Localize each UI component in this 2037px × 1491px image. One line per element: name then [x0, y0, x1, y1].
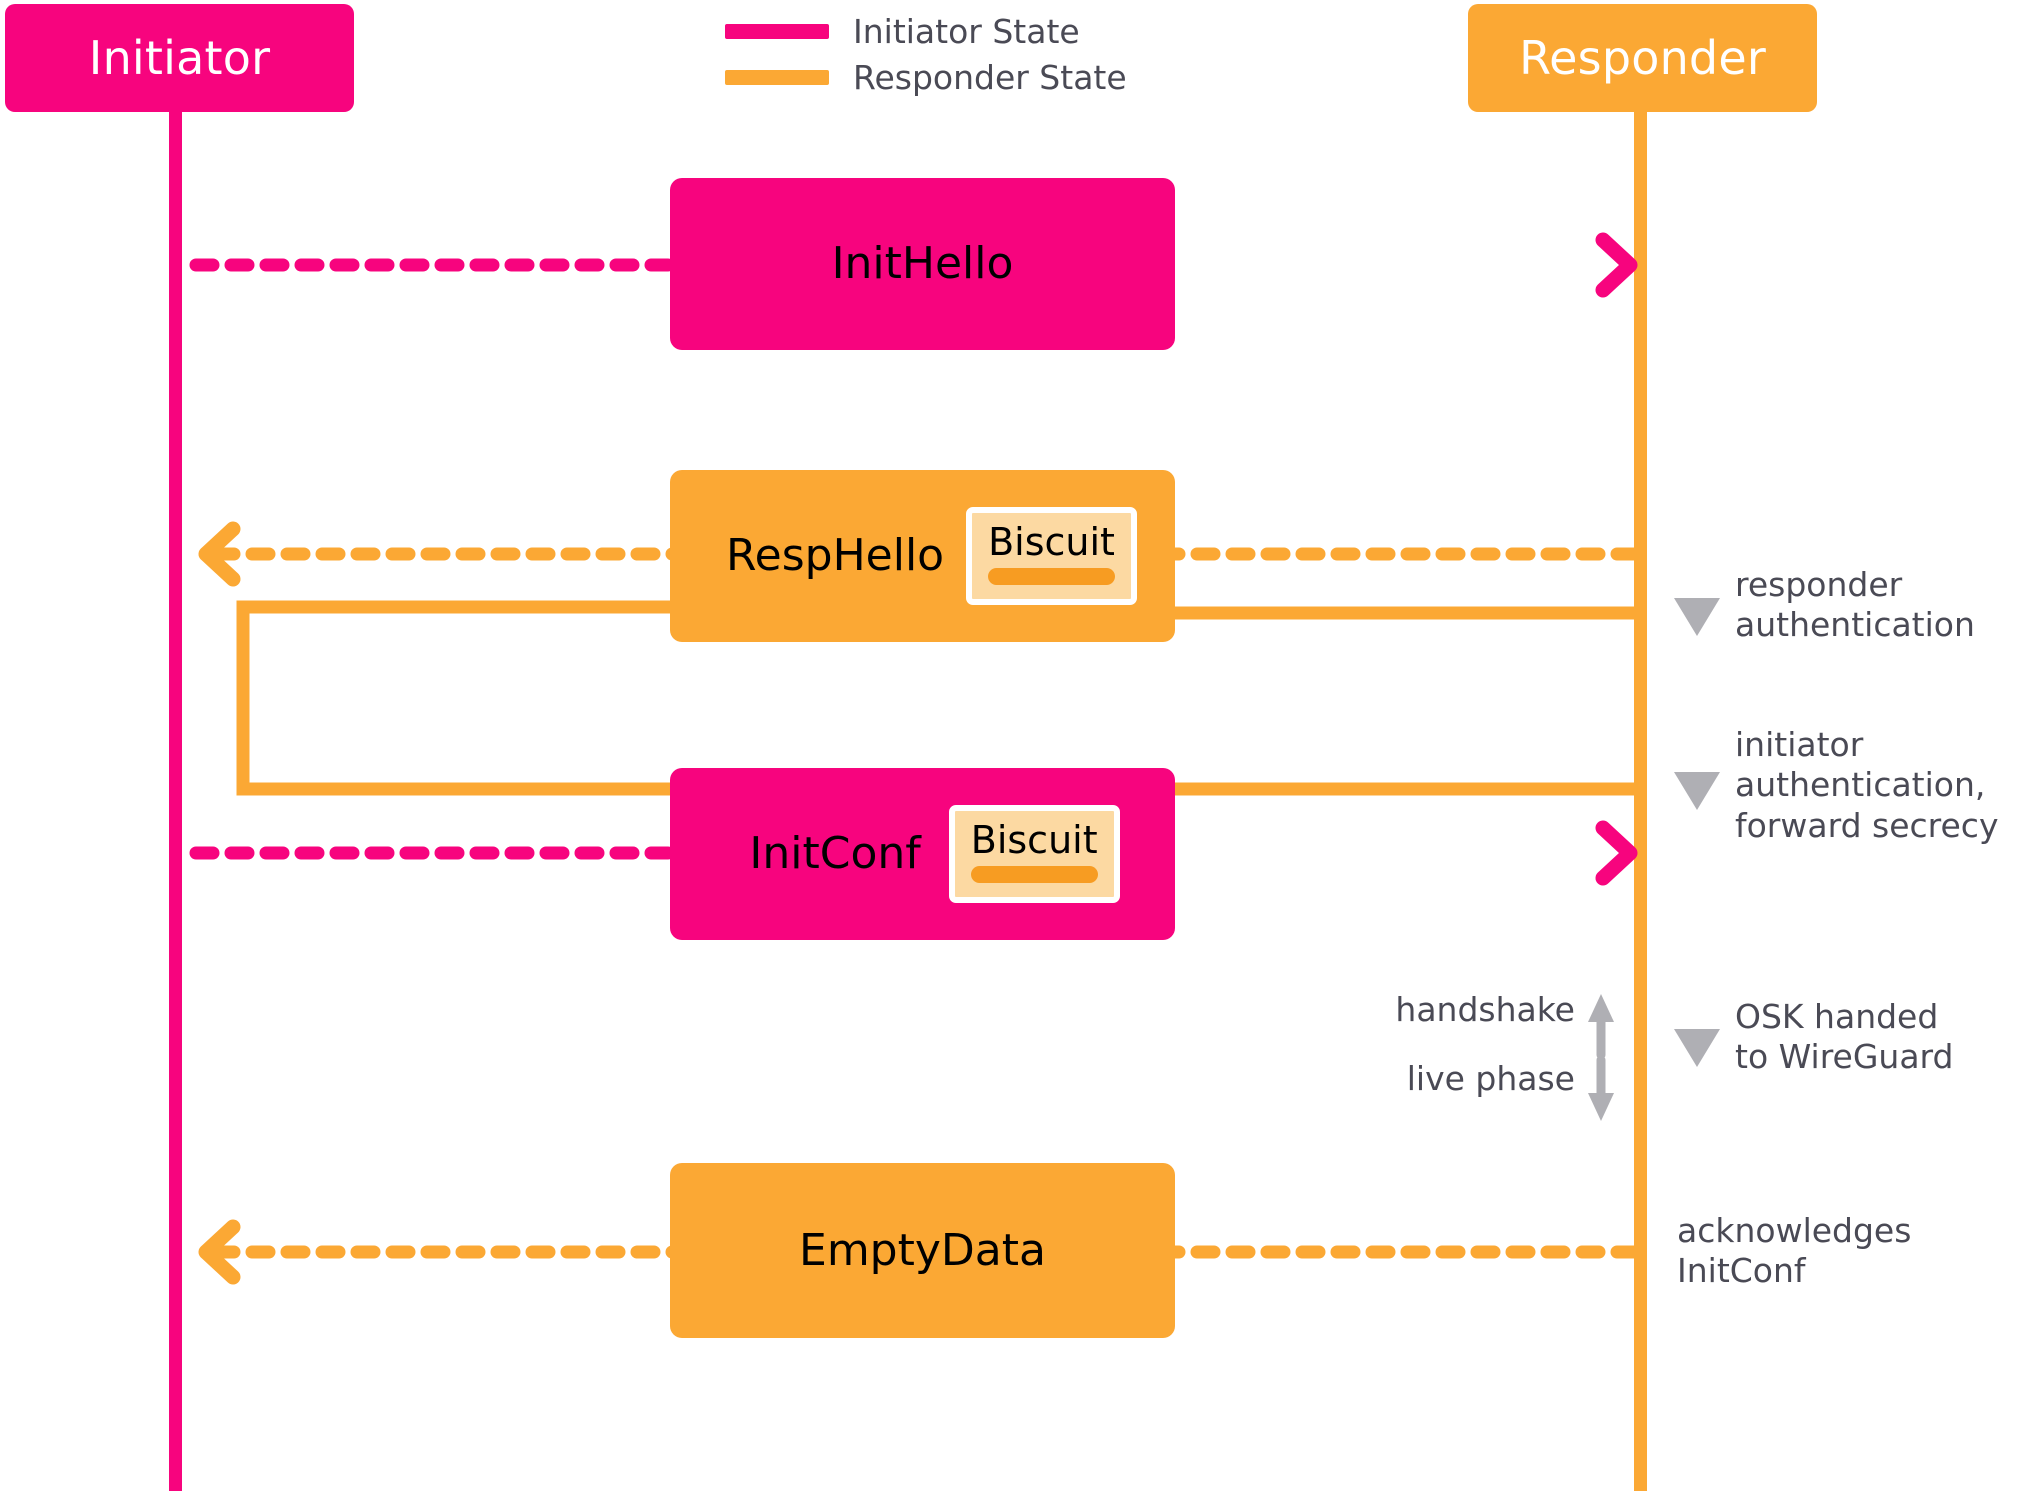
annotation-acknowledges-initconf: acknowledges InitConf [1677, 1211, 1912, 1291]
legend-item-responder-state: Responder State [725, 54, 1127, 100]
legend-item-initiator-state: Initiator State [725, 8, 1127, 54]
handshake-up-arrow-icon [1588, 994, 1614, 1060]
message-label-emptydata: EmptyData [799, 1224, 1046, 1276]
message-arrowhead-inithello-icon [1595, 232, 1638, 298]
message-label-inithello: InitHello [831, 238, 1014, 289]
legend-swatch-responder-icon [725, 69, 829, 85]
actor-initiator[interactable]: Initiator [5, 4, 354, 112]
message-box-initconf[interactable]: InitConf Biscuit [670, 768, 1175, 940]
message-label-resphello: RespHello [726, 530, 945, 581]
message-box-emptydata[interactable]: EmptyData [670, 1163, 1175, 1338]
message-box-resphello[interactable]: RespHello Biscuit [670, 470, 1175, 642]
biscuit-label-initconf: Biscuit [970, 818, 1098, 862]
live-phase-down-arrow-icon [1588, 1055, 1614, 1121]
legend-label-initiator-state: Initiator State [853, 11, 1080, 51]
actor-responder-label: Responder [1519, 31, 1766, 85]
legend-label-responder-state: Responder State [853, 57, 1127, 97]
annotation-marker-responder-auth-icon [1674, 598, 1720, 636]
annotation-initiator-auth: initiator authentication, forward secrec… [1735, 725, 1999, 845]
biscuit-label-resphello: Biscuit [988, 520, 1115, 564]
message-arrowhead-initconf-icon [1595, 820, 1638, 886]
annotation-marker-initiator-auth-icon [1674, 772, 1720, 810]
message-label-initconf: InitConf [749, 828, 921, 879]
legend: Initiator State Responder State [725, 8, 1127, 100]
phase-label-live: live phase [1406, 1059, 1575, 1098]
annotation-osk-handed: OSK handed to WireGuard [1735, 997, 1954, 1077]
phase-label-handshake: handshake [1395, 990, 1575, 1029]
biscuit-bar-icon [988, 568, 1115, 585]
message-arrowhead-resphello-icon [198, 521, 241, 587]
message-box-inithello[interactable]: InitHello [670, 178, 1175, 350]
responder-state-path-biscuit-roundtrip [236, 600, 670, 796]
message-arrowhead-emptydata-icon [198, 1219, 241, 1285]
annotation-responder-auth: responder authentication [1735, 565, 1975, 645]
actor-responder[interactable]: Responder [1468, 4, 1817, 112]
responder-lifeline [1634, 95, 1647, 1491]
annotation-marker-osk-handed-icon [1674, 1029, 1720, 1067]
biscuit-badge-initconf[interactable]: Biscuit [948, 805, 1120, 903]
legend-swatch-initiator-icon [725, 23, 829, 39]
actor-initiator-label: Initiator [88, 31, 271, 85]
initiator-lifeline [169, 95, 182, 1491]
biscuit-bar-icon [970, 866, 1098, 883]
biscuit-badge-resphello[interactable]: Biscuit [966, 507, 1137, 605]
